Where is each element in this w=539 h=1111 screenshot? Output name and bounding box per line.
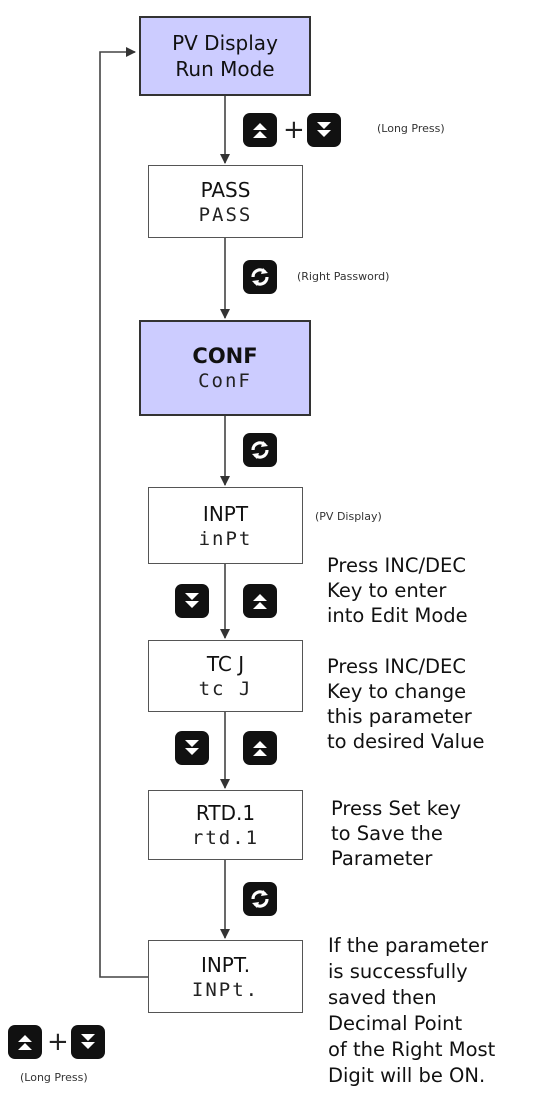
- note-line: If the parameter: [328, 934, 488, 957]
- double-chevron-down-icon: [175, 584, 209, 618]
- circular-arrows-icon: [243, 882, 277, 916]
- note-line: Digit will be ON.: [328, 1064, 486, 1087]
- circular-arrows-icon: [243, 260, 277, 294]
- circular-arrows-icon: [243, 433, 277, 467]
- loop-back-line: [99, 47, 148, 978]
- rtd1-box: RTD.1 rtd.1: [148, 790, 303, 860]
- long-press-label-bottom: (Long Press): [20, 1071, 88, 1084]
- note-line: saved then: [328, 986, 437, 1009]
- tcj-box: TC J tc J: [148, 640, 303, 712]
- rtd1-segment: rtd.1: [191, 827, 260, 849]
- pv-display-line1: PV Display: [172, 31, 278, 55]
- inpt-box: INPT inPt: [148, 487, 303, 564]
- note-line: is successfully: [328, 960, 468, 983]
- conf-box: CONF ConF: [139, 320, 311, 416]
- double-chevron-up-icon: [243, 584, 277, 618]
- inpt-saved-segment: INPt.: [191, 978, 260, 1001]
- double-chevron-up-icon: [8, 1025, 42, 1059]
- note-line: of the Right Most: [328, 1038, 496, 1061]
- pass-box: PASS PASS: [148, 165, 303, 238]
- rtd1-label: RTD.1: [195, 801, 256, 825]
- double-chevron-down-icon: [175, 731, 209, 765]
- note-line: Press INC/DEC: [327, 554, 466, 577]
- inpt-segment: inPt: [198, 527, 253, 550]
- inpt-saved-box: INPT. INPt.: [148, 940, 303, 1013]
- double-chevron-down-icon: [71, 1025, 105, 1059]
- right-password-label: (Right Password): [297, 270, 390, 283]
- note-line: Decimal Point: [328, 1012, 463, 1035]
- note-line: into Edit Mode: [327, 604, 468, 627]
- tcj-label: TC J: [206, 652, 245, 676]
- pv-display-note: (PV Display): [315, 510, 382, 523]
- conf-segment: ConF: [198, 370, 252, 392]
- long-press-label: (Long Press): [377, 122, 445, 135]
- note-line: Key to enter: [327, 579, 447, 602]
- double-chevron-up-icon: [243, 113, 277, 147]
- note-line: Key to change: [327, 680, 467, 703]
- pv-display-line2: Run Mode: [175, 57, 275, 81]
- note-line: to Save the: [331, 822, 443, 845]
- pass-label: PASS: [200, 177, 251, 202]
- pass-segment: PASS: [198, 203, 253, 226]
- inpt-saved-label: INPT.: [200, 952, 251, 977]
- tcj-segment: tc J: [198, 678, 253, 700]
- double-chevron-down-icon: [307, 113, 341, 147]
- note-line: Press INC/DEC: [327, 655, 466, 678]
- plus-sign: +: [283, 115, 305, 145]
- double-chevron-up-icon: [243, 731, 277, 765]
- plus-sign: +: [47, 1027, 69, 1057]
- inpt-label: INPT: [202, 501, 249, 526]
- note-line: this parameter: [327, 705, 472, 728]
- note-line: Parameter: [331, 847, 433, 870]
- pv-display-box: PV Display Run Mode: [139, 16, 311, 96]
- note-line: Press Set key: [331, 797, 461, 820]
- conf-label: CONF: [192, 344, 258, 368]
- note-line: to desired Value: [327, 730, 485, 753]
